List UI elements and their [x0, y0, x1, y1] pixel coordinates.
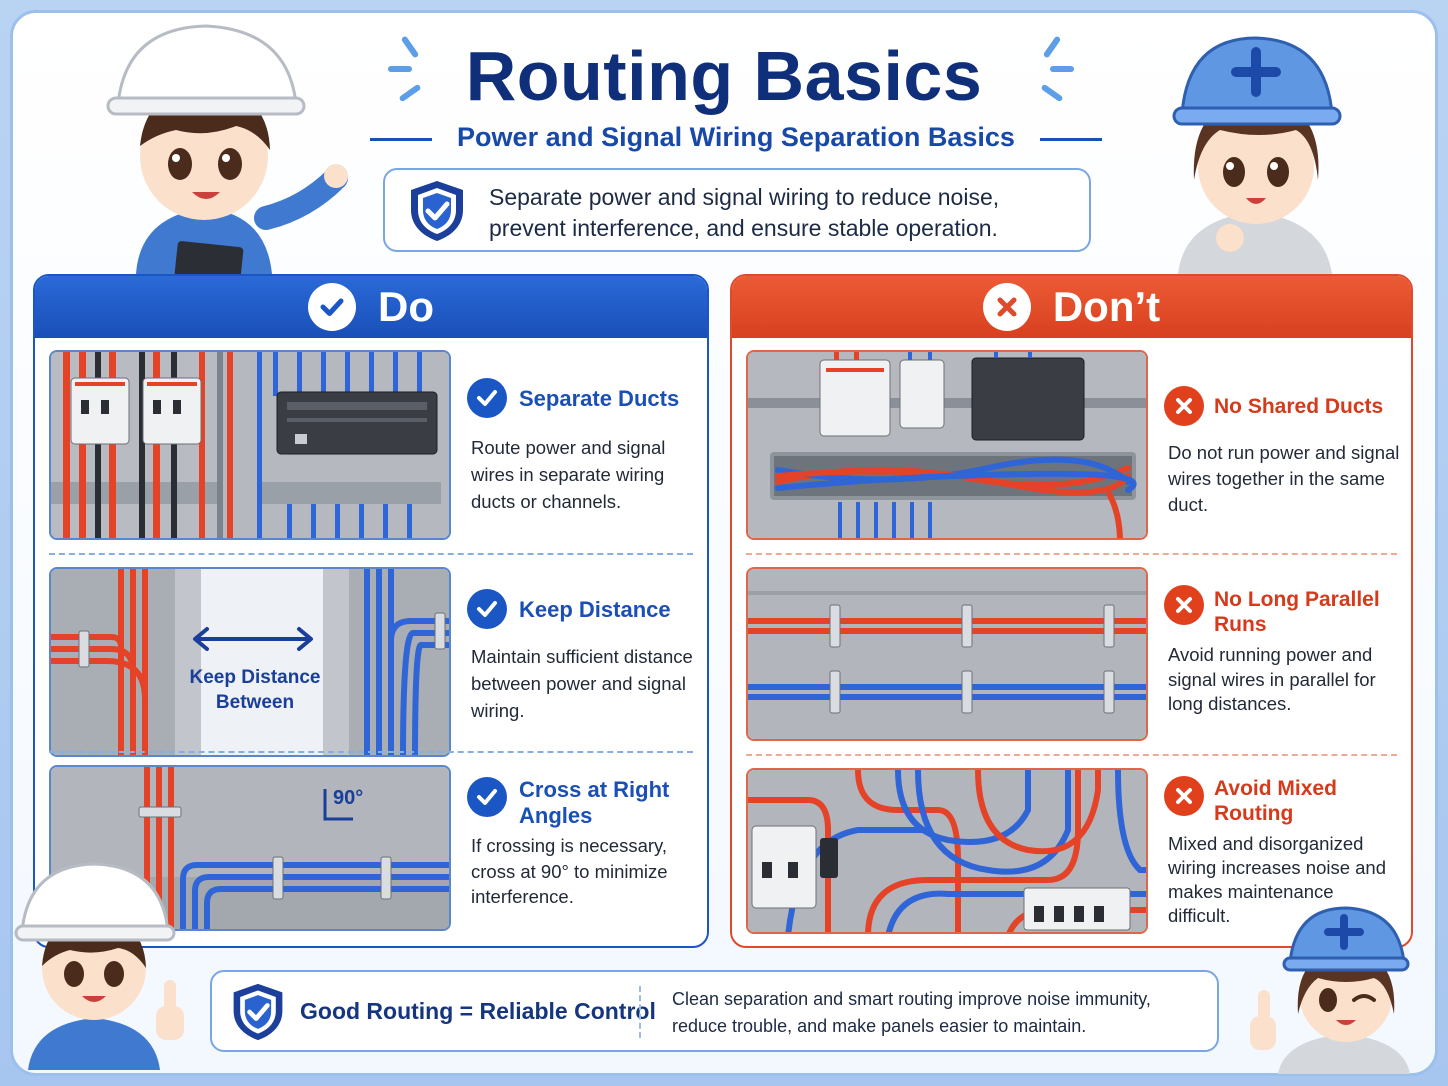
separate-ducts-illustration [49, 350, 451, 540]
footer-text: Clean separation and smart routing impro… [672, 989, 1151, 1036]
dont-panel-header: Don’t [732, 276, 1411, 338]
spark-decoration [388, 66, 412, 72]
dont-item-mixed-routing: Avoid Mixed Routing Mixed and disorganiz… [746, 768, 1397, 946]
do-heading: Do [378, 283, 434, 330]
check-icon [467, 777, 507, 817]
item-description: Avoid running power and signal wires in … [1168, 644, 1376, 714]
x-icon [1164, 776, 1204, 816]
intro-text: Separate power and signal wiring to redu… [489, 184, 1000, 241]
do-item-separate-ducts: Separate Ducts Route power and signal wi… [49, 350, 693, 542]
subtitle-row: Power and Signal Wiring Separation Basic… [370, 118, 1102, 158]
row-divider [746, 754, 1397, 756]
page-subtitle: Power and Signal Wiring Separation Basic… [457, 122, 1015, 152]
x-icon [1164, 585, 1204, 625]
check-icon [467, 589, 507, 629]
x-circle-icon [982, 283, 1031, 331]
row-divider [746, 553, 1397, 555]
footer-summary: Good Routing = Reliable Control Clean se… [210, 970, 1219, 1052]
dont-item-shared-ducts: No Shared Ducts Do not run power and sig… [746, 350, 1400, 542]
keep-distance-label: Keep Distance Between [189, 667, 321, 713]
check-icon [467, 378, 507, 418]
row-divider [49, 553, 693, 555]
item-title: Separate Ducts [519, 386, 680, 411]
row-divider [49, 751, 693, 753]
item-title: Keep Distance [519, 597, 671, 622]
item-title: Cross at Right Angles [519, 777, 670, 828]
x-icon [1164, 386, 1204, 426]
do-item-keep-distance: Keep Distance Between Keep Distance Main… [49, 567, 693, 759]
item-title: No Shared Ducts [1214, 395, 1384, 418]
item-title: Avoid Mixed Routing [1214, 777, 1337, 825]
intro-box: Separate power and signal wiring to redu… [383, 168, 1091, 252]
parallel-runs-illustration [746, 567, 1148, 741]
footer-headline: Good Routing = Reliable Control [300, 998, 656, 1024]
item-title: No Long Parallel Runs [1214, 588, 1380, 636]
item-description: Maintain sufficient distance between pow… [471, 646, 693, 721]
dont-panel: Don’t [730, 274, 1413, 948]
girl-worker-winking-illustration [1250, 906, 1410, 1074]
item-description: Mixed and disorganized wiring increases … [1168, 833, 1387, 926]
do-panel-header: Do [35, 276, 707, 338]
dont-item-parallel-runs: No Long Parallel Runs Avoid running powe… [746, 567, 1397, 759]
shield-check-icon [405, 178, 469, 248]
item-description: If crossing is necessary, cross at 90° t… [471, 835, 668, 907]
spark-decoration [1050, 66, 1074, 72]
shared-ducts-illustration [746, 350, 1148, 540]
subtitle-rule [1040, 138, 1102, 141]
dont-heading: Don’t [1052, 283, 1161, 330]
mixed-routing-illustration [746, 768, 1148, 934]
boy-worker-pointing-illustration [106, 24, 348, 274]
subtitle-rule [370, 138, 432, 141]
do-panel: Do [33, 274, 709, 948]
item-description: Route power and signal wires in separate… [471, 437, 666, 512]
item-description: Do not run power and signal wires togeth… [1168, 442, 1400, 515]
footer-divider [639, 986, 641, 1038]
shield-check-icon [228, 980, 288, 1048]
check-circle-icon [308, 283, 356, 331]
page-title: Routing Basics [465, 37, 983, 115]
girl-worker-illustration [1172, 36, 1342, 274]
keep-distance-illustration: Keep Distance Between [49, 567, 451, 757]
right-angle-label: 90° [333, 787, 364, 809]
boy-worker-thumbs-up-illustration [14, 862, 184, 1070]
